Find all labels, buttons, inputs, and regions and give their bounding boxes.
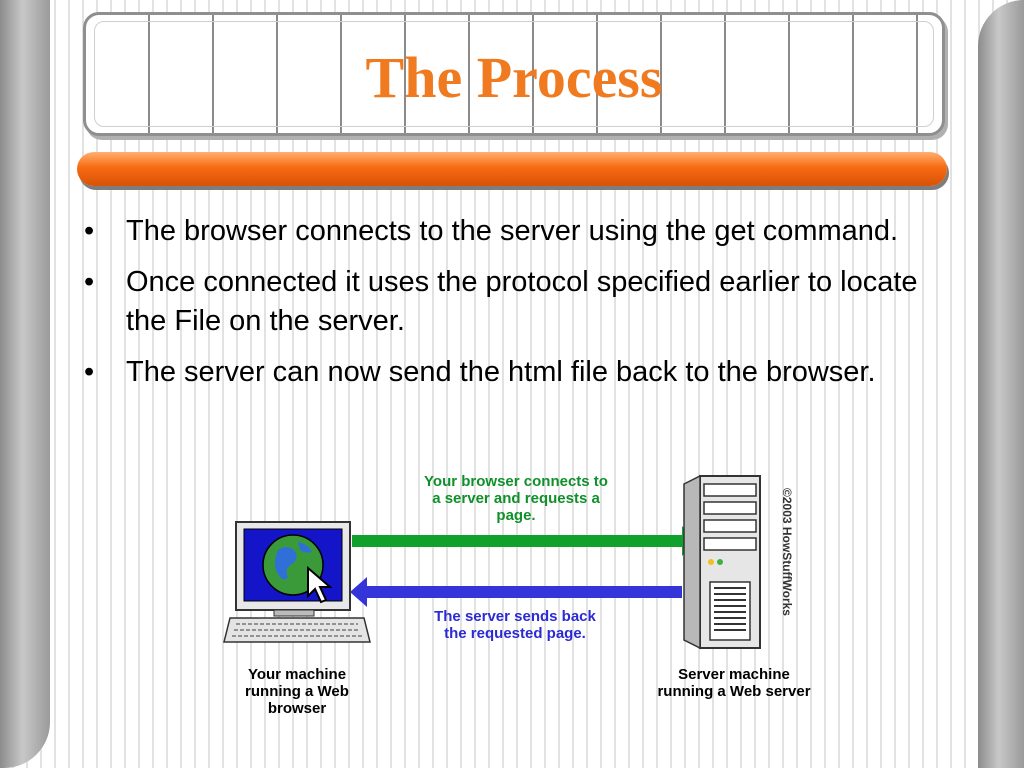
keyboard-icon (223, 617, 371, 643)
bullet-item: • The server can now send the html file … (84, 353, 944, 392)
slide-title: The Process (365, 45, 663, 110)
bullet-text: Once connected it uses the protocol spec… (126, 266, 918, 337)
title-frame (83, 12, 945, 136)
server-label: Server machine running a Web server (657, 666, 811, 700)
left-decorative-bar (0, 0, 50, 768)
client-label: Your machine running a Web browser (245, 666, 349, 717)
bullet-dot-icon: • (84, 356, 95, 388)
server-tower-icon (683, 474, 761, 650)
right-decorative-bar (978, 0, 1024, 768)
diagram-graphics (223, 474, 761, 650)
bullet-list: • The browser connects to the server usi… (84, 212, 944, 404)
bullet-item: • The browser connects to the server usi… (84, 212, 944, 251)
response-arrow-icon (350, 577, 682, 607)
copyright-text: ©2003 HowStuffWorks (780, 488, 794, 616)
orange-divider-bar (77, 152, 947, 186)
response-label: The server sends back the requested page… (434, 608, 596, 642)
bullet-dot-icon: • (84, 215, 95, 247)
bullet-item: • Once connected it uses the protocol sp… (84, 263, 944, 341)
client-server-diagram: Your browser connects to a server and re… (212, 466, 832, 726)
request-arrow-icon (352, 526, 697, 556)
bullet-text: The browser connects to the server using… (126, 215, 899, 247)
bullet-dot-icon: • (84, 266, 95, 298)
title-inner-frame (94, 21, 934, 127)
request-label: Your browser connects to a server and re… (424, 473, 608, 524)
bullet-text: The server can now send the html file ba… (126, 356, 876, 388)
mouse-cursor-icon (307, 565, 333, 604)
